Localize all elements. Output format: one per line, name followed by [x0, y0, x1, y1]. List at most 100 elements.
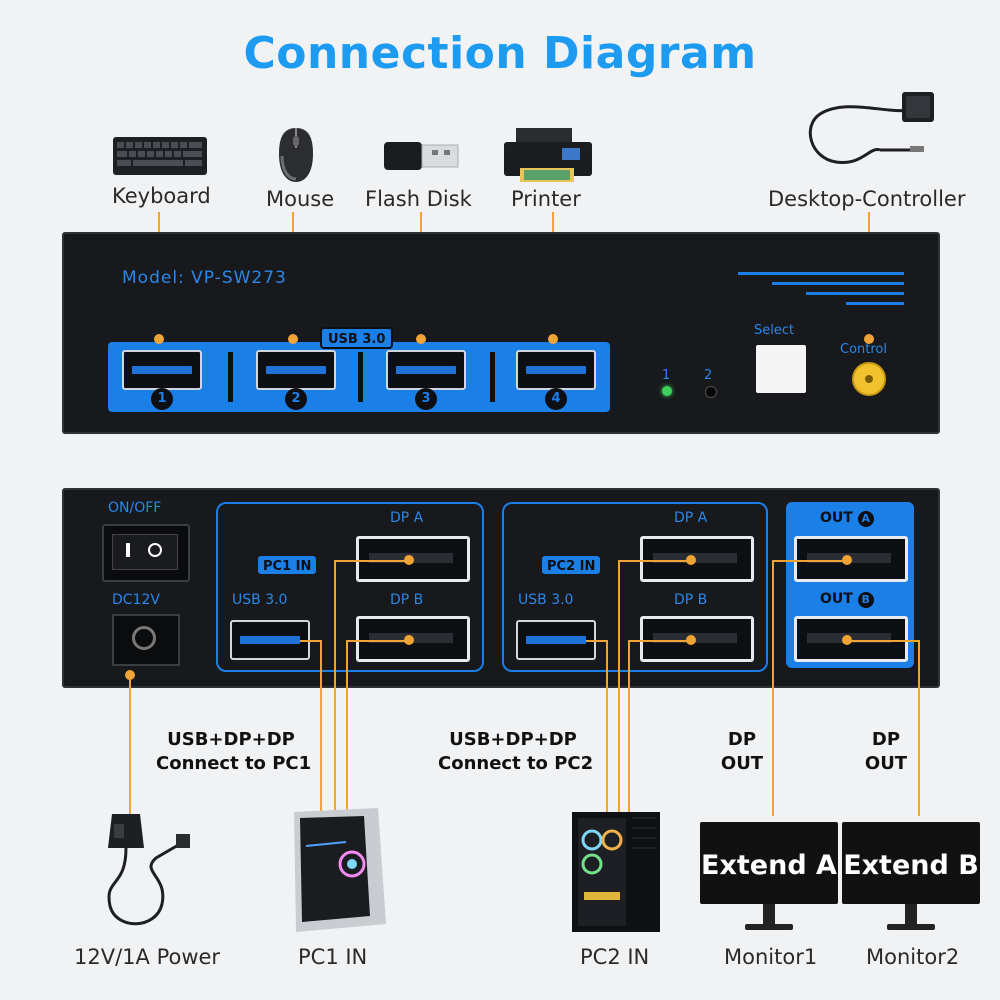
pc2-dp-b-port[interactable] [640, 616, 754, 662]
power-adapter-icon [107, 814, 190, 926]
port-number-3: 3 [415, 388, 437, 410]
pc1-label: PC1 IN [298, 945, 368, 969]
pc1-usb-wire-h [300, 640, 322, 642]
pc1-caption: USB+DP+DP Connect to PC1 [156, 728, 312, 776]
monitor-1-text: Extend A [701, 850, 837, 881]
monitor-2-text: Extend B [843, 850, 979, 881]
desktop-controller-icon [808, 92, 934, 164]
pc2-label: PC2 IN [580, 945, 650, 969]
out-b-label: OUT B [820, 591, 874, 608]
control-jack[interactable] [852, 362, 886, 396]
pc1-usb-label: USB 3.0 [232, 592, 288, 608]
pc2-caption-line1: USB+DP+DP [449, 729, 577, 750]
pc2-dpb-wire-h [628, 640, 692, 642]
pc2-in-badge-text: PC2 IN [547, 559, 596, 574]
pc1-dpb-wire-h [346, 640, 410, 642]
monitor-1-stand [763, 904, 775, 926]
out-a-letter-badge: A [857, 511, 874, 527]
port-number-2: 2 [285, 388, 307, 410]
dp-out-2-line2: OUT [864, 753, 908, 774]
power-label: 12V/1A Power [74, 945, 221, 969]
pc1-dpa-wire-h [334, 560, 410, 562]
wire-dot [416, 334, 426, 344]
mouse-label: Mouse [266, 187, 335, 211]
wire-dot [404, 635, 414, 645]
pc2-caption: USB+DP+DP Connect to PC2 [438, 728, 594, 776]
front-usb-port-4[interactable] [516, 350, 596, 390]
power-switch-rocker [112, 534, 178, 570]
wire-dot [686, 635, 696, 645]
dc-jack[interactable] [112, 614, 180, 666]
wire-dot [548, 334, 558, 344]
keyboard-label: Keyboard [112, 184, 211, 208]
dp-out-2-line1: DP [871, 729, 901, 750]
pc2-dp-a-label: DP A [674, 510, 708, 526]
pc2-dpb-wire [628, 640, 630, 820]
wire-dot [288, 334, 298, 344]
pc2-usb-label: USB 3.0 [518, 592, 574, 608]
pc1-dpa-wire [334, 560, 336, 820]
monitor-2-label: Monitor2 [866, 945, 960, 969]
pc1-usb-port[interactable] [230, 620, 310, 660]
front-usb-port-2[interactable] [256, 350, 336, 390]
power-switch[interactable] [102, 524, 190, 582]
wire-dot [404, 555, 414, 565]
pc1-dp-b-label: DP B [390, 592, 424, 608]
select-button[interactable] [756, 345, 806, 393]
pc1-input-group [216, 502, 484, 672]
out-a-label: OUT A [820, 510, 874, 527]
port-number-4: 4 [545, 388, 567, 410]
switch-off-mark [148, 543, 162, 557]
pc2-dp-a-port[interactable] [640, 536, 754, 582]
pc1-in-badge-text: PC1 IN [263, 559, 312, 574]
control-label: Control [840, 342, 887, 357]
port-divider [228, 352, 233, 402]
wire-dot [864, 334, 874, 344]
printer-icon [504, 128, 592, 182]
monitor-2-stand [905, 904, 917, 926]
usb-badge: USB 3.0 [320, 327, 394, 349]
pc2-usb-wire-h [586, 640, 608, 642]
pc2-input-group [502, 502, 768, 672]
out-a-wire-h [772, 560, 848, 562]
pc1-tower-icon [294, 808, 386, 932]
pc2-dp-b-label: DP B [674, 592, 708, 608]
wire-dot [686, 555, 696, 565]
out-b-wire-h [848, 640, 920, 642]
pc1-dp-a-label: DP A [390, 510, 424, 526]
flash-disk-label: Flash Disk [365, 187, 472, 211]
wire-dot [842, 555, 852, 565]
front-usb-port-3[interactable] [386, 350, 466, 390]
dc-label: DC12V [112, 592, 160, 608]
pc1-dpb-wire [346, 640, 348, 820]
usb-badge-text: USB 3.0 [328, 332, 386, 347]
pc2-in-badge: PC2 IN [542, 556, 601, 574]
pc1-caption-line1: USB+DP+DP [167, 729, 295, 750]
pc2-tower-icon [572, 812, 660, 932]
led-1-indicator [662, 386, 672, 396]
desktop-controller-label: Desktop-Controller [768, 187, 966, 211]
model-label: Model: VP-SW273 [122, 268, 287, 288]
jack-hole [865, 375, 873, 383]
pc2-caption-line2: Connect to PC2 [438, 753, 594, 774]
led-2-indicator [705, 386, 717, 398]
pc1-caption-line2: Connect to PC1 [156, 753, 312, 774]
port-number-1: 1 [151, 388, 173, 410]
monitor-1-label: Monitor1 [724, 945, 818, 969]
select-label: Select [754, 323, 795, 338]
decorative-stripes [738, 272, 904, 305]
out-a-wire [772, 560, 774, 816]
port-divider [358, 352, 363, 402]
dp-out-1-line1: DP [727, 729, 757, 750]
wire-dot [842, 635, 852, 645]
pc2-usb-port[interactable] [516, 620, 596, 660]
diagram-title: Connection Diagram [243, 28, 757, 79]
switch-on-mark [126, 543, 130, 557]
dp-out-2-caption: DP OUT [856, 728, 916, 776]
pc1-usb-wire [320, 640, 322, 820]
wire-dot [154, 334, 164, 344]
mouse-icon [279, 128, 313, 182]
port-divider [490, 352, 495, 402]
flash-disk-icon [384, 142, 459, 170]
front-usb-port-1[interactable] [122, 350, 202, 390]
